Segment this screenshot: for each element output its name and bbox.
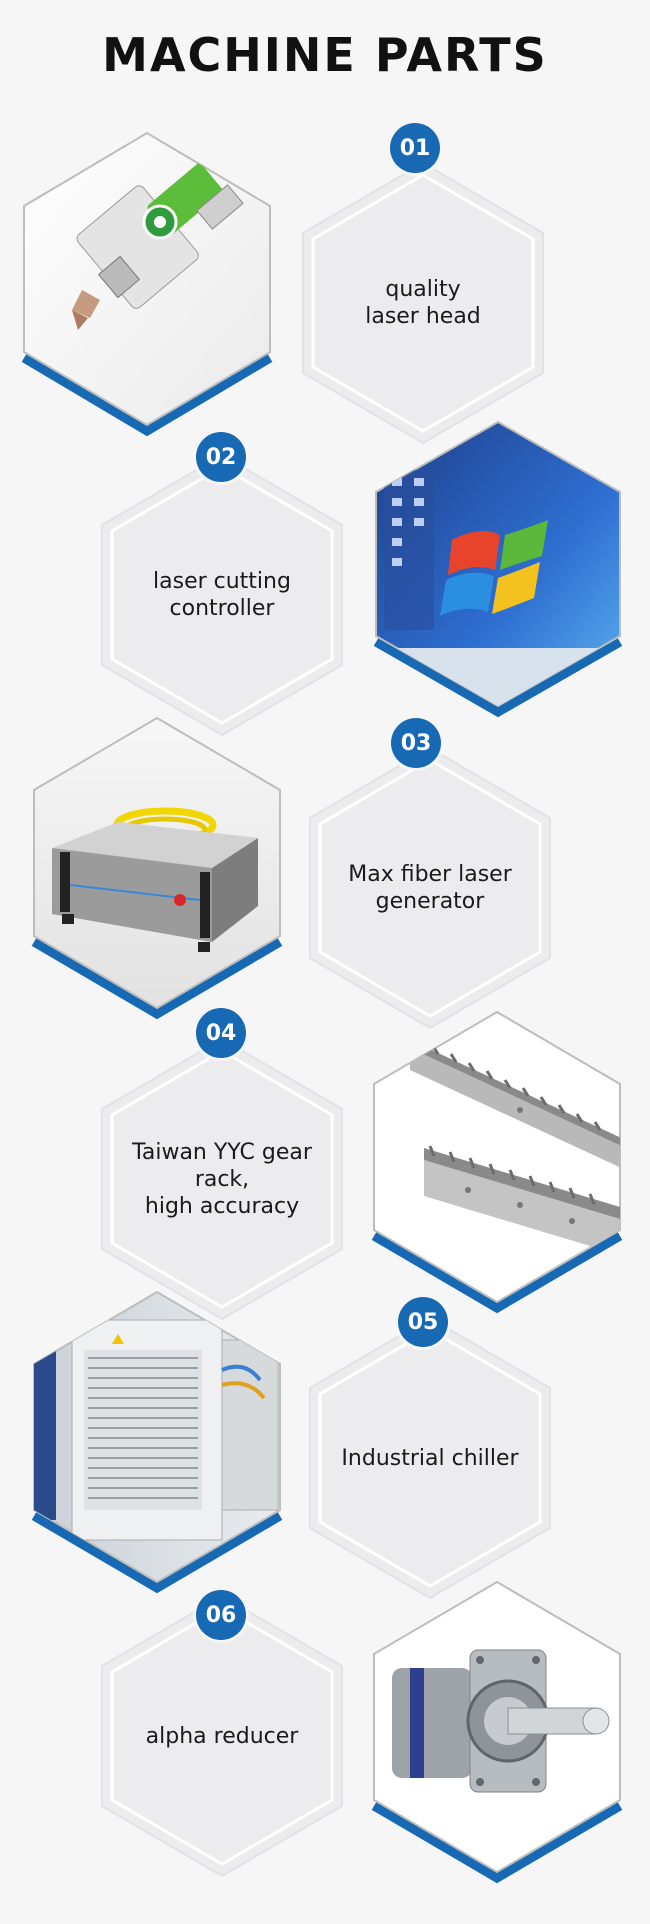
laser-head-image xyxy=(72,163,244,330)
part-label: Taiwan YYC gear rack, high accuracy xyxy=(132,1139,312,1219)
part-number-badge: 03 xyxy=(391,718,441,768)
part-number-badge: 01 xyxy=(390,123,440,173)
part-label: Industrial chiller xyxy=(341,1445,519,1471)
chiller-image xyxy=(34,1319,279,1541)
page-title: MACHINE PARTS xyxy=(102,28,548,82)
reducer-image xyxy=(392,1649,610,1793)
part-number-badge: 06 xyxy=(196,1590,246,1640)
part-number-badge: 04 xyxy=(196,1008,246,1058)
part-label: laser cutting controller xyxy=(153,569,291,621)
laser-generator-image xyxy=(52,807,258,952)
part-number-badge: 02 xyxy=(196,432,246,482)
part-label: alpha reducer xyxy=(145,1723,299,1749)
part-label: Max fiber laser generator xyxy=(348,862,512,914)
part-number-badge: 05 xyxy=(398,1297,448,1347)
gear-rack-image xyxy=(410,1037,620,1258)
part-label: quality laser head xyxy=(365,277,481,329)
